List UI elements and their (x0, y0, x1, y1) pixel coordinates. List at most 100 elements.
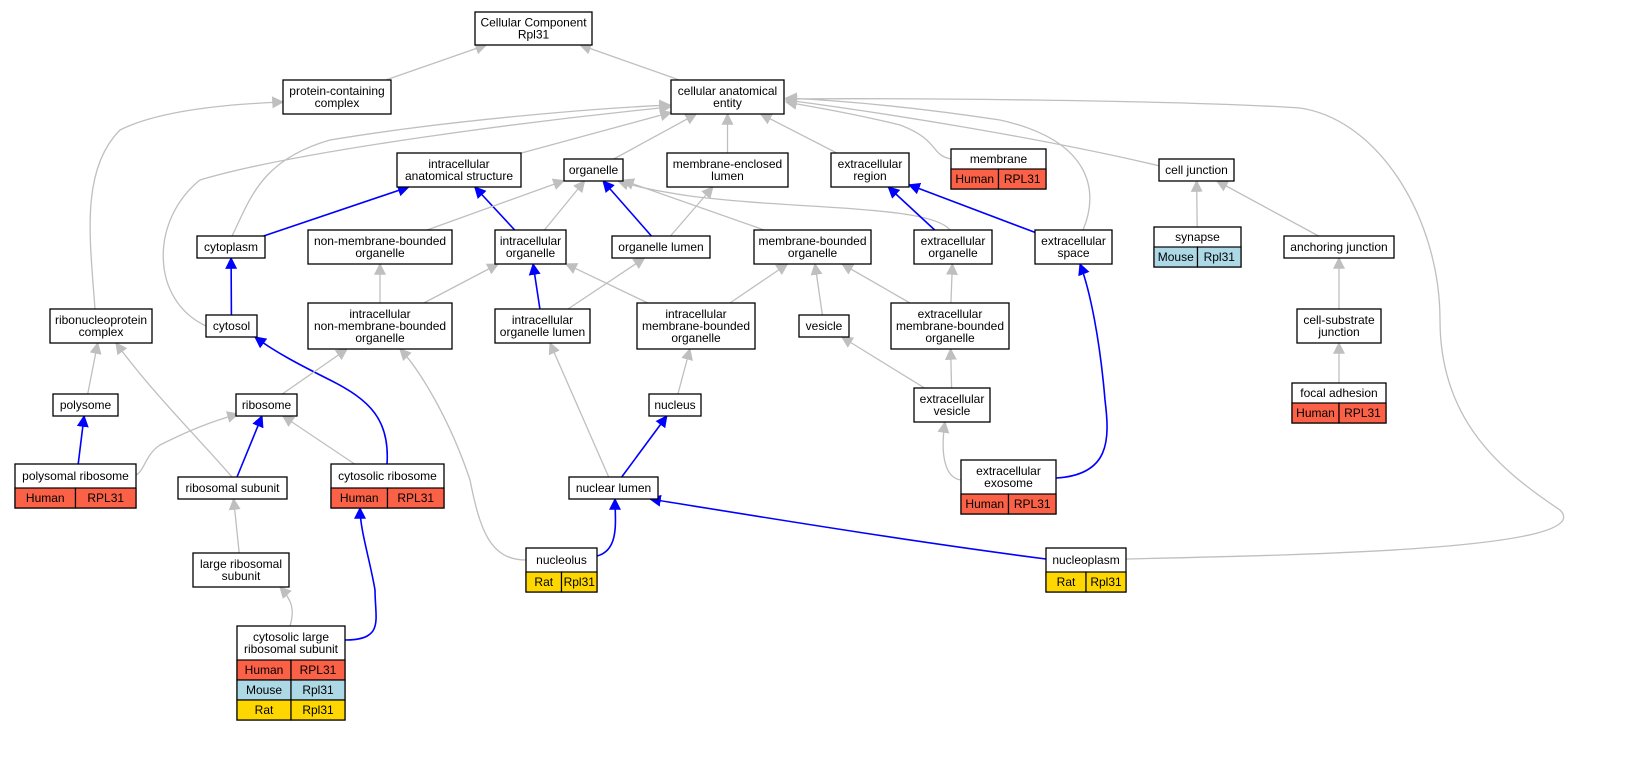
node-ribosub[interactable]: ribosomal subunit (177, 476, 288, 500)
node-label: lumen (711, 169, 744, 183)
node-box (611, 235, 711, 259)
node-label: cellular anatomical (678, 84, 777, 98)
edge-clrs-to-lrs (279, 586, 293, 627)
node-label: synapse (1175, 230, 1220, 244)
node-anchoring[interactable]: anchoring junction (1283, 235, 1395, 259)
gene-cell (560, 571, 598, 593)
node-label: ribonucleoprotein (55, 313, 147, 327)
node-nucleus[interactable]: nucleus (648, 393, 702, 417)
node-organelle[interactable]: organelle (563, 158, 624, 182)
node-box (563, 158, 624, 182)
species-label: Human (245, 663, 284, 677)
edge-pcc-to-root (385, 42, 488, 81)
edge-cytoribo-to-ribosome (281, 415, 355, 465)
edge-io-to-ias (473, 186, 516, 231)
edge-ecs-to-cae (784, 92, 1091, 231)
gene-cell (1007, 493, 1057, 515)
node-polysome[interactable]: polysome (52, 393, 119, 417)
node-box (177, 476, 288, 500)
node-label: protein-containing (289, 84, 384, 98)
node-label: complex (315, 96, 360, 110)
edge-nuclumen-to-nucleus (621, 415, 668, 478)
node-label: vesicle (934, 404, 971, 418)
edge-cytoplasm-to-ias (263, 184, 410, 237)
node-olumen[interactable]: organelle lumen (611, 235, 711, 259)
node-label: region (853, 169, 886, 183)
node-label: Rpl31 (518, 28, 550, 42)
node-label: cytoplasm (204, 240, 258, 254)
node-label: intracellular (428, 157, 489, 171)
node-box (648, 393, 702, 417)
node-label: focal adhesion (1300, 386, 1377, 400)
node-box (636, 302, 756, 350)
node-label: exosome (984, 476, 1033, 490)
edge-cytoplasm-to-cae (231, 99, 672, 237)
edge-vesicle-to-mbo (810, 262, 824, 316)
node-box (205, 314, 258, 338)
node-inmbo[interactable]: intracellularnon-membrane-boundedorganel… (307, 302, 453, 350)
edge-polysome-to-rnp (87, 341, 102, 395)
edge-olumen-to-organelle (602, 180, 653, 237)
node-cytosol[interactable]: cytosol (205, 314, 258, 338)
edge-exosome-to-ecs (1055, 262, 1108, 479)
node-box (1283, 235, 1395, 259)
gene-label: Rpl31 (302, 683, 334, 697)
gene-cell (74, 487, 137, 509)
node-vesicle[interactable]: vesicle (798, 314, 850, 338)
edge-rnp-to-pcc (89, 96, 285, 310)
edge-olumen-to-mel (670, 186, 714, 237)
node-label: extracellular (921, 234, 986, 248)
edge-lrs-to-ribosub (228, 497, 241, 554)
node-ribosome[interactable]: ribosome (235, 393, 298, 417)
edge-nucleus-to-imbo (677, 347, 693, 395)
node-label: organelle lumen (500, 325, 585, 339)
node-nuclumen[interactable]: nuclear lumen (568, 476, 659, 500)
node-box (235, 393, 298, 417)
edge-embo-to-mbo (841, 263, 911, 304)
edge-eco-to-ecr (887, 186, 936, 231)
edge-cytoribo-to-cytosol (254, 336, 389, 465)
node-label: non-membrane-bounded (314, 319, 446, 333)
edge-polyribo-to-ribosome (135, 411, 240, 476)
edge-layer (76, 42, 1564, 641)
node-box (1034, 229, 1113, 265)
node-celljunction[interactable]: cell junction (1158, 158, 1235, 182)
edge-nucleolus-to-nuclumen (596, 497, 622, 557)
node-label: junction (1317, 325, 1359, 339)
gene-cell (997, 168, 1047, 190)
gene-cell (290, 699, 346, 721)
node-label: entity (713, 96, 742, 110)
node-cytoplasm[interactable]: cytoplasm (196, 235, 266, 259)
